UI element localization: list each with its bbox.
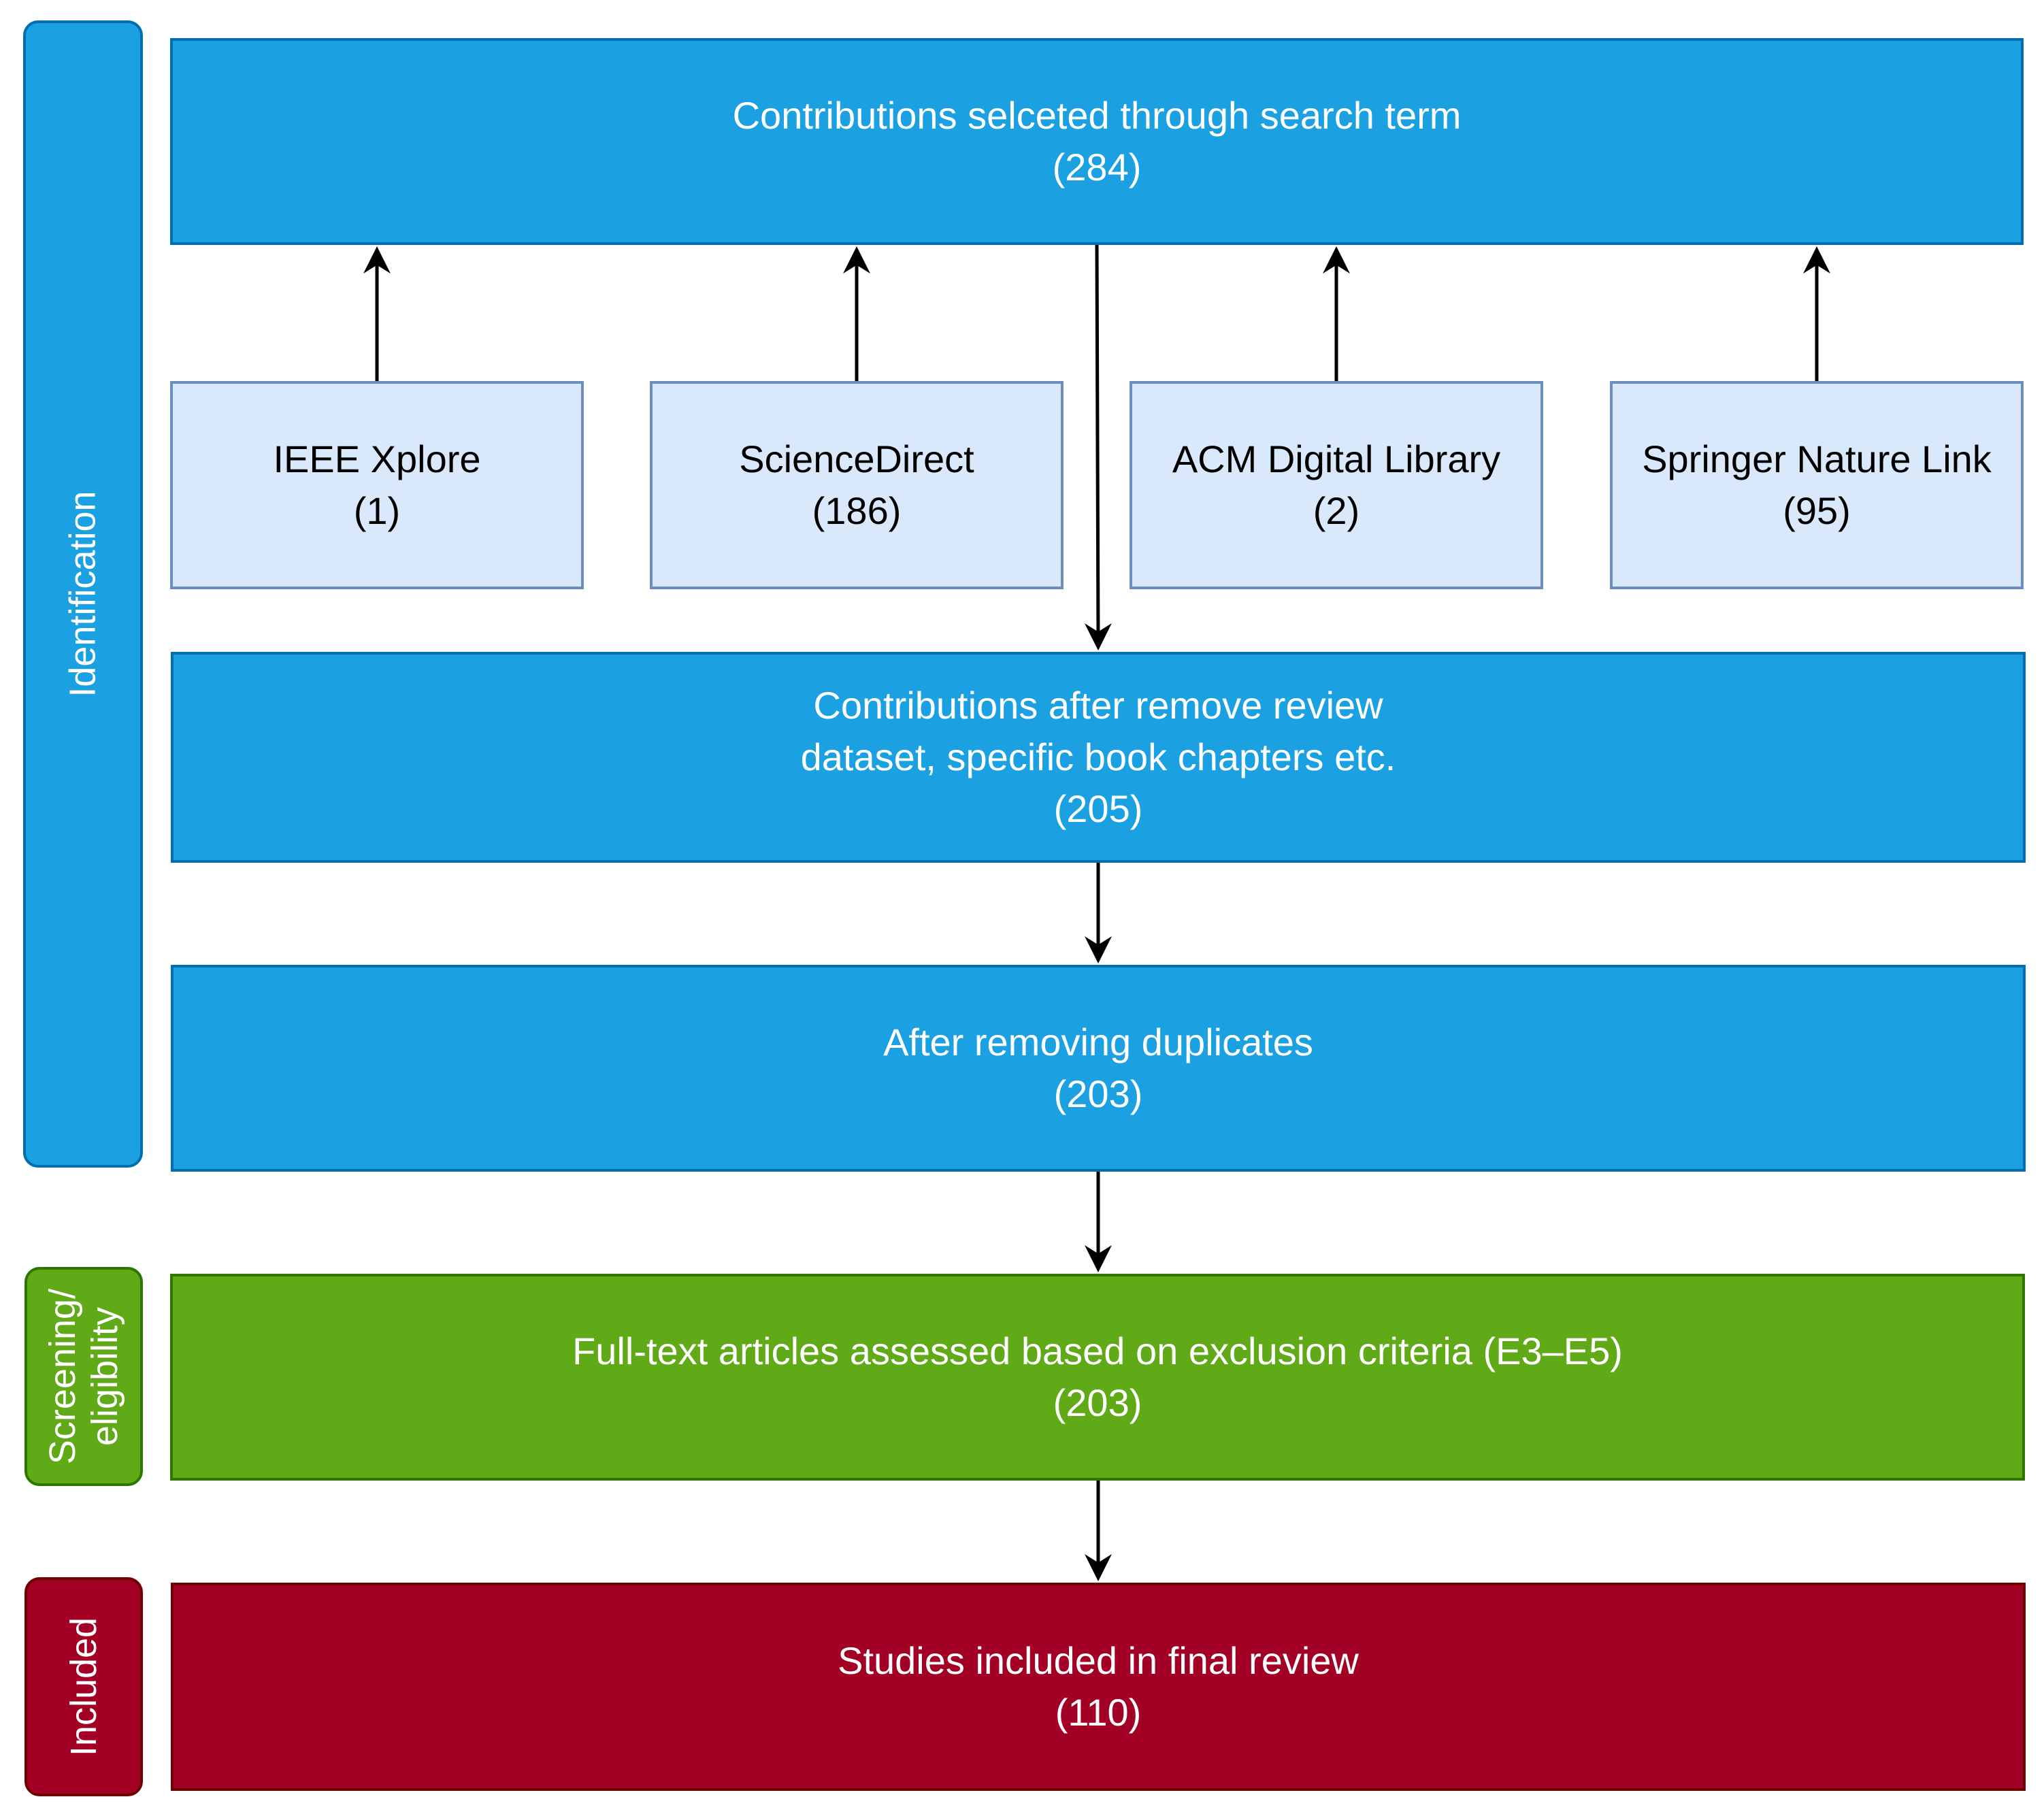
box-after-duplicates: After removing duplicates (203) <box>171 965 2026 1172</box>
box-full-text-label: Full-text articles assessed based on exc… <box>572 1330 1623 1372</box>
box-ieee-xplore: IEEE Xplore (1) <box>170 381 584 589</box>
box-full-text-assessed: Full-text articles assessed based on exc… <box>170 1274 2025 1481</box>
box-final-review-count: (110) <box>1055 1691 1142 1734</box>
phase-screening-line2: eligibility <box>84 1306 126 1447</box>
box-after-remove-review-line2: dataset, specific book chapters etc. <box>800 736 1396 778</box>
phase-identification: Identification <box>23 20 143 1168</box>
box-search-term-count: (284) <box>1052 146 1142 188</box>
box-acm-digital-library: ACM Digital Library (2) <box>1130 381 1543 589</box>
box-after-duplicates-count: (203) <box>1053 1072 1143 1115</box>
phase-included-label: Included <box>63 1617 105 1757</box>
box-after-remove-review: Contributions after remove review datase… <box>171 652 2026 863</box>
box-acm-count: (2) <box>1313 489 1360 532</box>
box-sciencedirect: ScienceDirect (186) <box>650 381 1064 589</box>
phase-included: Included <box>24 1577 143 1796</box>
phase-screening: Screening/ eligibility <box>24 1267 143 1486</box>
box-after-duplicates-label: After removing duplicates <box>883 1021 1313 1063</box>
box-search-term-label: Contributions selceted through search te… <box>732 94 1462 137</box>
box-full-text-count: (203) <box>1053 1381 1142 1424</box>
box-springer-nature-link: Springer Nature Link (95) <box>1610 381 2024 589</box>
box-ieee-count: (1) <box>353 489 401 532</box>
box-after-remove-review-count: (205) <box>1053 787 1143 830</box>
box-ieee-label: IEEE Xplore <box>273 438 481 480</box>
phase-screening-line1: Screening/ <box>42 1288 84 1465</box>
phase-screening-label: Screening/ eligibility <box>42 1289 126 1464</box>
box-final-review-label: Studies included in final review <box>838 1639 1359 1682</box>
box-after-remove-review-line1: Contributions after remove review <box>813 684 1383 727</box>
box-springer-label: Springer Nature Link <box>1642 438 1992 480</box>
box-search-term: Contributions selceted through search te… <box>170 38 2024 245</box>
box-sciencedirect-count: (186) <box>812 489 902 532</box>
phase-identification-label: Identification <box>63 491 104 697</box>
box-sciencedirect-label: ScienceDirect <box>739 438 974 480</box>
box-acm-label: ACM Digital Library <box>1172 438 1501 480</box>
arrow-search-to-remove-review <box>1084 244 1112 650</box>
box-springer-count: (95) <box>1783 489 1851 532</box>
box-final-review: Studies included in final review (110) <box>171 1583 2026 1791</box>
